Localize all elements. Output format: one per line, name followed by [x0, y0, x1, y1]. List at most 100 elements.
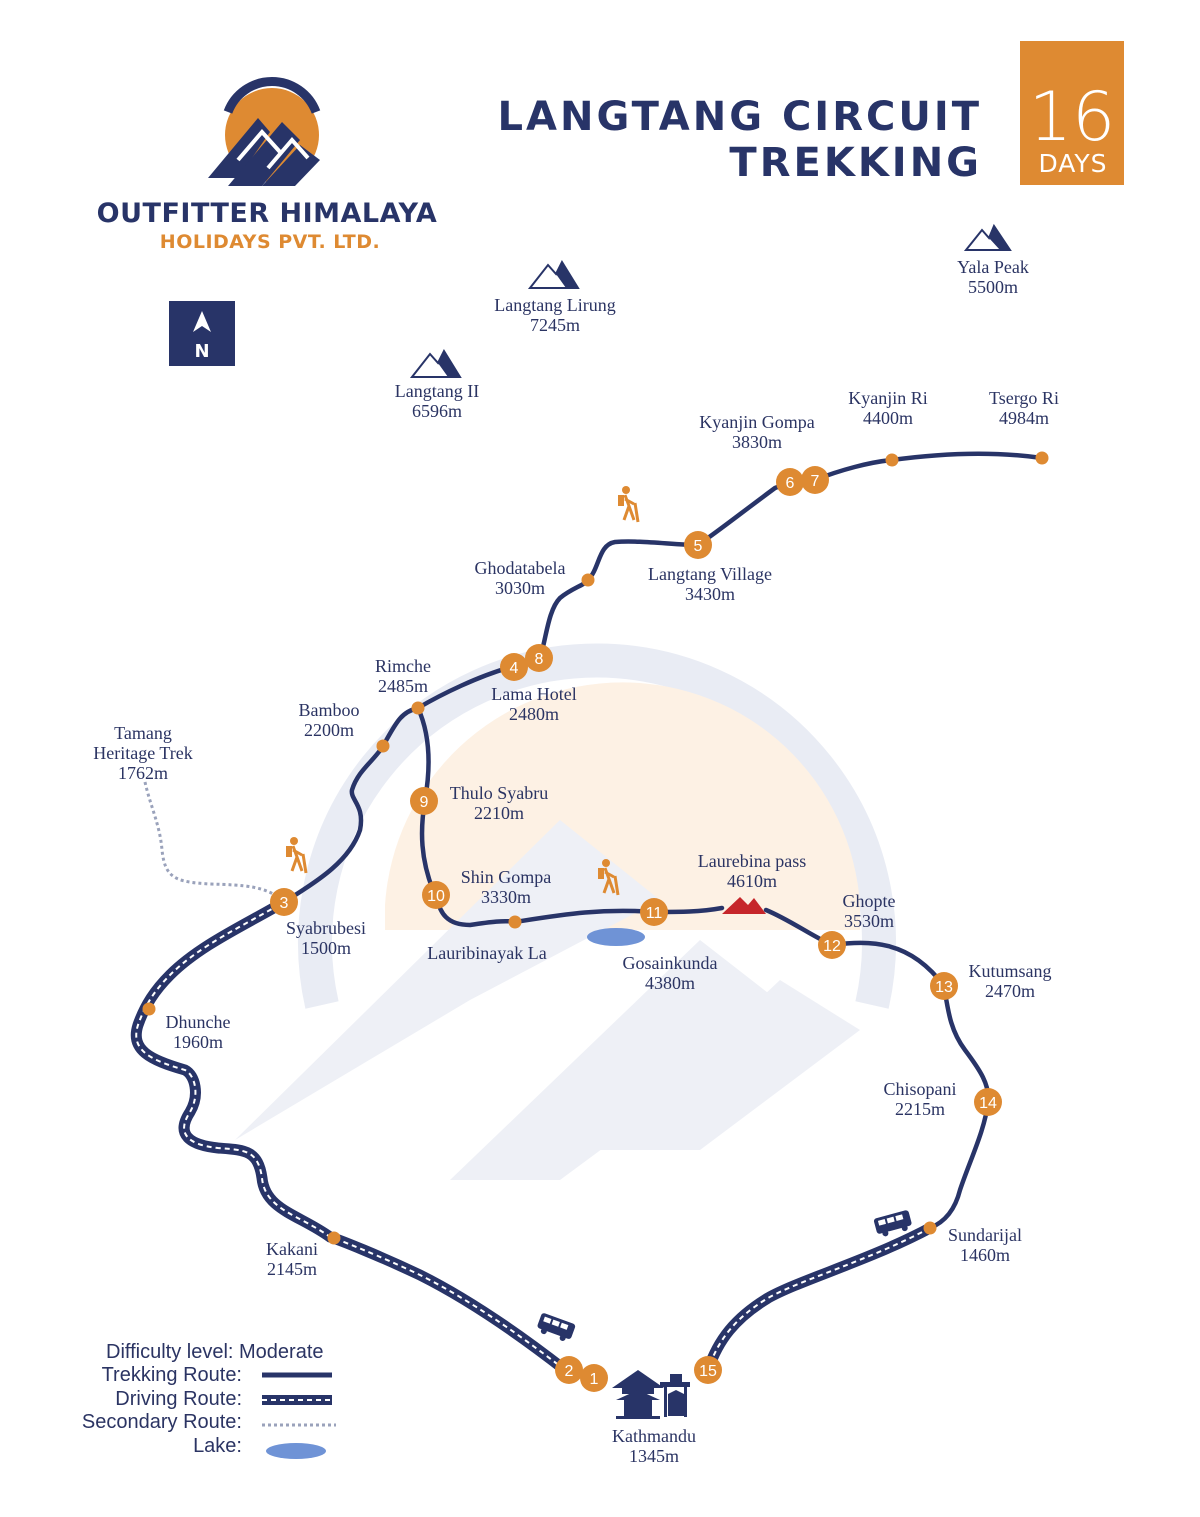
svg-text:4400m: 4400m — [863, 408, 913, 428]
svg-text:3530m: 3530m — [844, 911, 894, 931]
svg-text:8: 8 — [535, 651, 544, 668]
stop-marker-11: 11 — [640, 898, 668, 926]
svg-text:2210m: 2210m — [474, 803, 524, 823]
svg-text:1: 1 — [590, 1371, 599, 1388]
driving-route-west — [130, 896, 571, 1376]
place-lauribinayak-la: Lauribinayak La — [427, 943, 546, 963]
stop-marker-13: 13 — [930, 972, 958, 1000]
duration-unit: DAYS — [1038, 149, 1107, 178]
place-kutumsang: Kutumsang — [969, 961, 1052, 981]
place-sundarijal: Sundarijal — [948, 1225, 1022, 1245]
svg-text:1500m: 1500m — [301, 938, 351, 958]
place-tamang-1: Tamang — [114, 723, 172, 743]
place-lama-hotel: Lama Hotel — [491, 684, 576, 704]
place-thulo-syabru: Thulo Syabru — [450, 783, 549, 803]
bus-icon — [873, 1210, 912, 1237]
stop-marker-8: 8 — [525, 644, 553, 672]
place-laurebina-pass: Laurebina pass — [698, 851, 806, 871]
place-chisopani: Chisopani — [883, 1079, 956, 1099]
stop-marker-7: 7 — [801, 466, 829, 494]
temple-icon — [612, 1370, 690, 1419]
peak-icon-lirung — [527, 259, 580, 289]
svg-text:1460m: 1460m — [960, 1245, 1010, 1265]
legend-driving-label: Driving Route: — [115, 1388, 242, 1410]
svg-text:5: 5 — [694, 538, 703, 555]
place-gosainkunda: Gosainkunda — [623, 953, 718, 973]
svg-text:4610m: 4610m — [727, 871, 777, 891]
place-ghodatabela: Ghodatabela — [475, 558, 566, 578]
svg-text:1762m: 1762m — [118, 763, 168, 783]
svg-text:2470m: 2470m — [985, 981, 1035, 1001]
hiker-icon — [618, 486, 640, 523]
place-kyanjin-ri: Kyanjin Ri — [848, 388, 928, 408]
brand-logo — [208, 77, 321, 186]
stop-marker-10: 10 — [422, 881, 450, 909]
legend: Difficulty level: Moderate Trekking Rout… — [82, 1341, 336, 1459]
hiker-icon — [286, 837, 308, 874]
place-dhunche: Dhunche — [166, 1012, 231, 1032]
svg-text:3330m: 3330m — [481, 887, 531, 907]
svg-text:9: 9 — [420, 794, 429, 811]
svg-text:4380m: 4380m — [645, 973, 695, 993]
place-bamboo: Bamboo — [299, 700, 360, 720]
stop-marker-3: 3 — [270, 888, 298, 916]
peak-name-lirung: Langtang Lirung — [494, 295, 615, 315]
peak-icon-langtang2 — [409, 348, 462, 378]
place-ghopte: Ghopte — [843, 891, 896, 911]
svg-text:12: 12 — [823, 938, 841, 955]
place-rimche: Rimche — [375, 656, 431, 676]
svg-text:2: 2 — [565, 1363, 574, 1380]
svg-text:10: 10 — [427, 888, 445, 905]
stop-marker-9: 9 — [410, 787, 438, 815]
place-kyanjin-gompa: Kyanjin Gompa — [699, 412, 814, 432]
legend-trekking-label: Trekking Route: — [102, 1364, 242, 1386]
pass-mountain-icon — [722, 897, 766, 914]
north-letter: N — [194, 341, 209, 362]
stop-marker-5: 5 — [684, 531, 712, 559]
place-tsergo-ri: Tsergo Ri — [989, 388, 1059, 408]
legend-secondary-label: Secondary Route: — [82, 1411, 242, 1433]
svg-text:1345m: 1345m — [629, 1446, 679, 1466]
stop-marker-4: 4 — [500, 653, 528, 681]
place-shin-gompa: Shin Gompa — [461, 867, 552, 887]
place-kathmandu: Kathmandu — [612, 1426, 696, 1446]
stop-marker-12: 12 — [818, 931, 846, 959]
svg-text:2145m: 2145m — [267, 1259, 317, 1279]
driving-route-east — [702, 1222, 936, 1376]
legend-lake-label: Lake: — [193, 1435, 242, 1457]
peak-elev-yala: 5500m — [968, 277, 1018, 297]
peak-elev-langtang2: 6596m — [412, 401, 462, 421]
svg-text:15: 15 — [699, 1363, 717, 1380]
svg-text:2485m: 2485m — [378, 676, 428, 696]
secondary-route — [143, 781, 283, 902]
stop-marker-14: 14 — [974, 1088, 1002, 1116]
trekking-route-langtang — [281, 451, 1045, 905]
peak-elev-lirung: 7245m — [530, 315, 580, 335]
svg-text:4984m: 4984m — [999, 408, 1049, 428]
legend-difficulty: Difficulty level: Moderate — [106, 1341, 324, 1363]
brand-name: OUTFITTER HIMALAYA — [97, 198, 438, 229]
peak-name-langtang2: Langtang II — [395, 381, 479, 401]
svg-text:3830m: 3830m — [732, 432, 782, 452]
stop-marker-6: 6 — [776, 468, 804, 496]
title-line2: TREKKING — [729, 140, 982, 186]
peak-icon-yala — [963, 223, 1012, 251]
stop-marker-15: 15 — [694, 1356, 722, 1384]
svg-text:6: 6 — [786, 475, 795, 492]
title-line1: LANGTANG CIRCUIT — [498, 94, 982, 140]
place-tamang-2: Heritage Trek — [93, 743, 192, 763]
watermark-logo — [235, 643, 896, 1180]
svg-text:3030m: 3030m — [495, 578, 545, 598]
svg-text:3430m: 3430m — [685, 584, 735, 604]
place-kakani: Kakani — [266, 1239, 318, 1259]
svg-text:2480m: 2480m — [509, 704, 559, 724]
north-compass: N — [169, 301, 235, 366]
duration-badge: 16 DAYS — [1020, 41, 1124, 185]
svg-text:2200m: 2200m — [304, 720, 354, 740]
hiker-icon — [598, 859, 620, 896]
place-labels: Kyanjin Gompa 3830m Kyanjin Ri 4400m Tse… — [93, 388, 1059, 1466]
svg-text:11: 11 — [646, 905, 663, 922]
brand-subtitle: HOLIDAYS PVT. LTD. — [160, 231, 380, 253]
svg-text:14: 14 — [979, 1095, 997, 1112]
